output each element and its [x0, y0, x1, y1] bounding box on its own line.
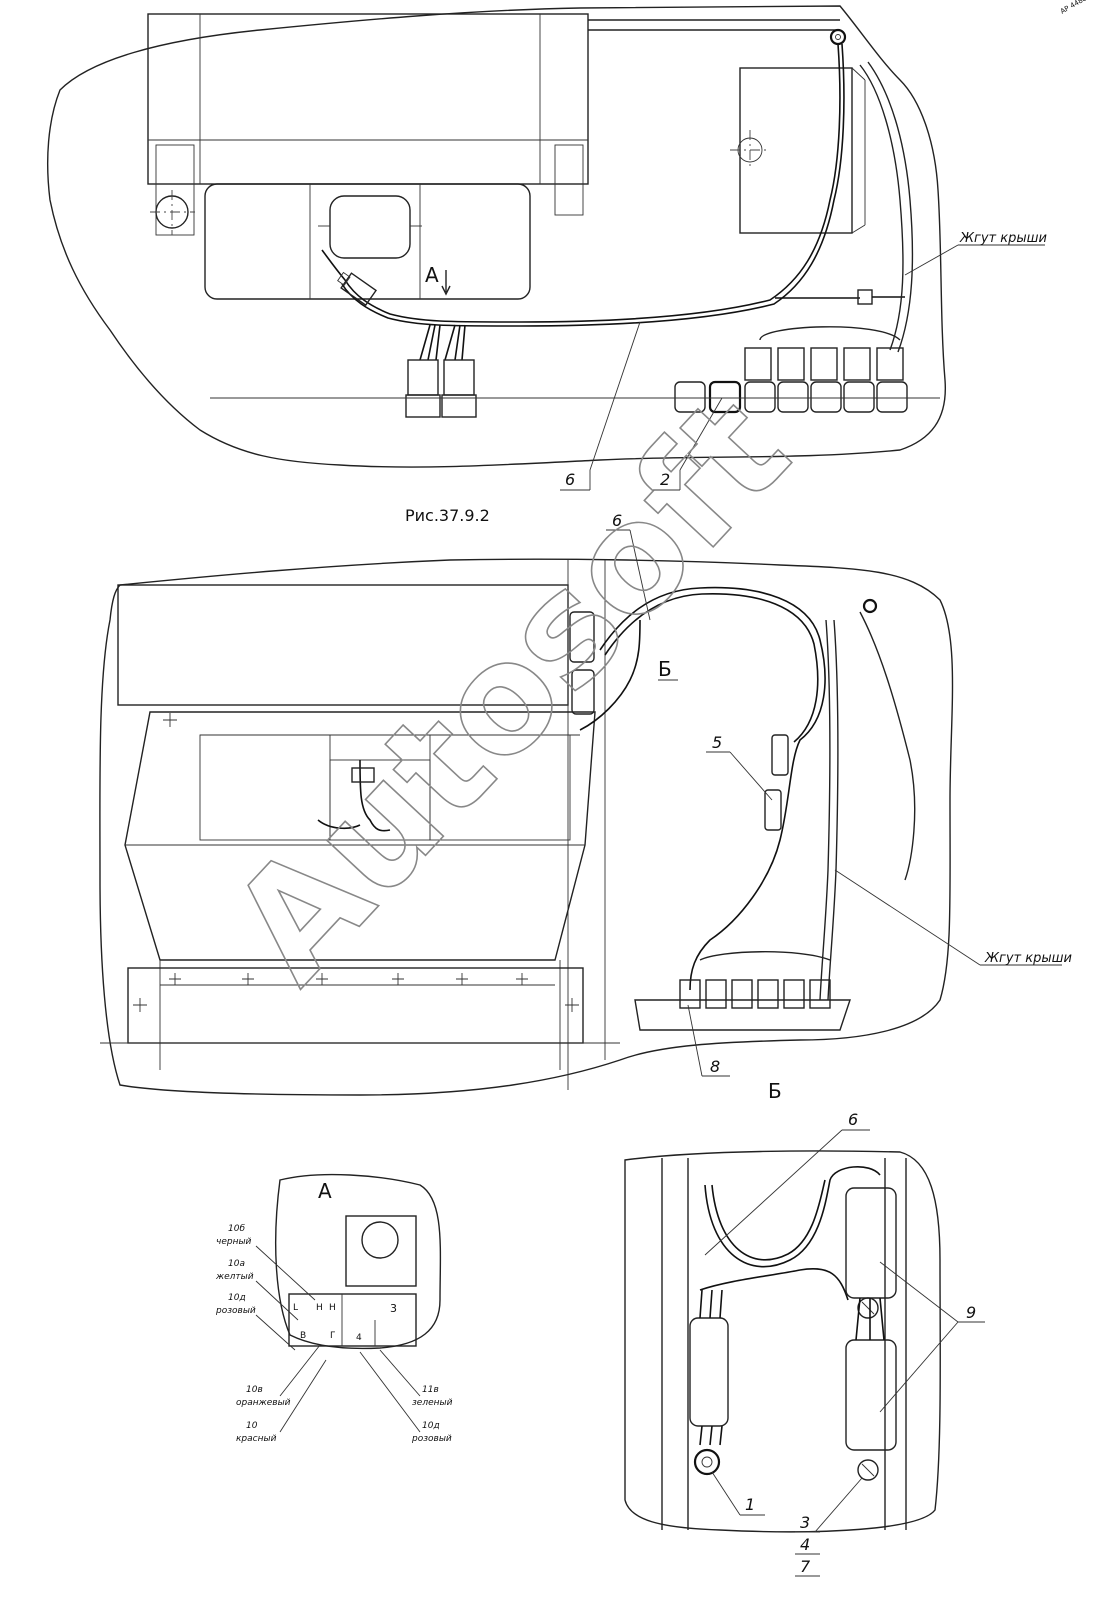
detail-b-outline [624, 1150, 941, 1533]
callout-2: 2 [660, 470, 670, 489]
top-view: А Жгут крыши 6 2 [47, 5, 1047, 491]
blower-housing [204, 183, 531, 300]
terminal-4: 4 [356, 1333, 362, 1343]
callout-5: 5 [712, 733, 722, 752]
corner-mark: AP 4488 [1059, 0, 1088, 16]
callout-6-middle: 6 [612, 511, 622, 530]
detail-b-relay-upper [845, 1187, 897, 1299]
callout-8: 8 [710, 1057, 720, 1076]
detail-b-screw-lower [857, 1459, 879, 1481]
detail-b-relay-lower [845, 1339, 897, 1451]
wire-color-11v: зеленый [412, 1398, 453, 1408]
callout-6-top: 6 [565, 470, 575, 489]
switch-row [674, 380, 908, 414]
detail-a-knob [361, 1221, 399, 1259]
middle-view: Б 6 5 8 Жгут крыши [99, 511, 1072, 1096]
wire-color-10d-right: розовый [411, 1434, 452, 1444]
callout-6-detail-b: 6 [848, 1110, 858, 1129]
wire-code-10d-right: 10д [422, 1421, 440, 1431]
wire-code-10d-left: 10д [228, 1293, 246, 1303]
wire-color-10a: желтый [215, 1272, 254, 1282]
callout-9: 9 [966, 1303, 976, 1322]
inline-fuse-5 [771, 734, 789, 776]
heater-body [147, 13, 589, 185]
terminal-h2: H [329, 1303, 336, 1313]
middle-connector-bank [634, 979, 851, 1031]
callout-3: 3 [800, 1513, 810, 1532]
control-box [739, 67, 853, 234]
wire-code-11v: 11в [422, 1385, 439, 1395]
terminal-l: L [293, 1303, 298, 1313]
branch-connector [857, 289, 873, 305]
terminal-block [288, 1293, 417, 1347]
roof-harness [859, 64, 904, 351]
main-harness [321, 43, 841, 323]
detail-a-title: А [318, 1179, 332, 1203]
terminal-g: Г [330, 1331, 336, 1341]
wire-code-10v: 10в [246, 1385, 263, 1395]
roof-harness-label-middle: Жгут крыши [984, 951, 1072, 966]
callout-4: 4 [800, 1535, 810, 1554]
figure-caption: Рис.37.9.2 [405, 506, 490, 525]
detail-a-outline [275, 1173, 442, 1350]
detail-b-ground-terminal [693, 1448, 721, 1476]
wire-color-10b: черный [216, 1237, 252, 1247]
detail-b: Б 6 9 1 3 4 7 [624, 1079, 985, 1577]
detail-b-left-connector [689, 1317, 729, 1427]
panel-screws [133, 713, 579, 1012]
wire-color-10v: оранжевый [236, 1398, 291, 1408]
detail-a-knob-housing [345, 1215, 417, 1287]
roof-harness-label-top: Жгут крыши [959, 231, 1047, 246]
harness-connector [337, 271, 377, 307]
wire-color-10: красный [236, 1434, 277, 1444]
view-marker-a: А [425, 263, 439, 287]
ground-terminal [829, 28, 847, 46]
blower-motor [329, 195, 411, 259]
view-marker-b: Б [658, 657, 672, 681]
wire-code-10: 10 [246, 1421, 258, 1431]
switch-2 [708, 380, 742, 414]
connector-bank [744, 347, 904, 381]
middle-harness-6 [599, 586, 826, 991]
terminal-h1: H [316, 1303, 323, 1313]
terminal-3: 3 [390, 1302, 397, 1315]
detail-a: А L H H В Г 4 3 10б черный 10а желтый 10… [215, 1173, 453, 1444]
top-view-outline [47, 5, 946, 468]
wire-color-10d-left: розовый [215, 1306, 256, 1316]
plug-left [407, 359, 439, 396]
wire-code-10a: 10а [228, 1259, 245, 1269]
middle-view-outline [99, 558, 954, 1096]
callout-1: 1 [745, 1495, 755, 1514]
relay-connector-1 [569, 611, 595, 663]
wire-code-10b: 10б [228, 1224, 245, 1234]
middle-ground-terminal [862, 598, 878, 614]
detail-b-title: Б [768, 1079, 782, 1103]
plug-right [443, 359, 475, 396]
watermark: Autosoft [199, 364, 822, 1014]
detail-b-screw-upper [857, 1297, 879, 1319]
callout-7: 7 [800, 1557, 811, 1576]
terminal-v: В [300, 1331, 306, 1341]
middle-roof-harness [819, 619, 831, 1001]
